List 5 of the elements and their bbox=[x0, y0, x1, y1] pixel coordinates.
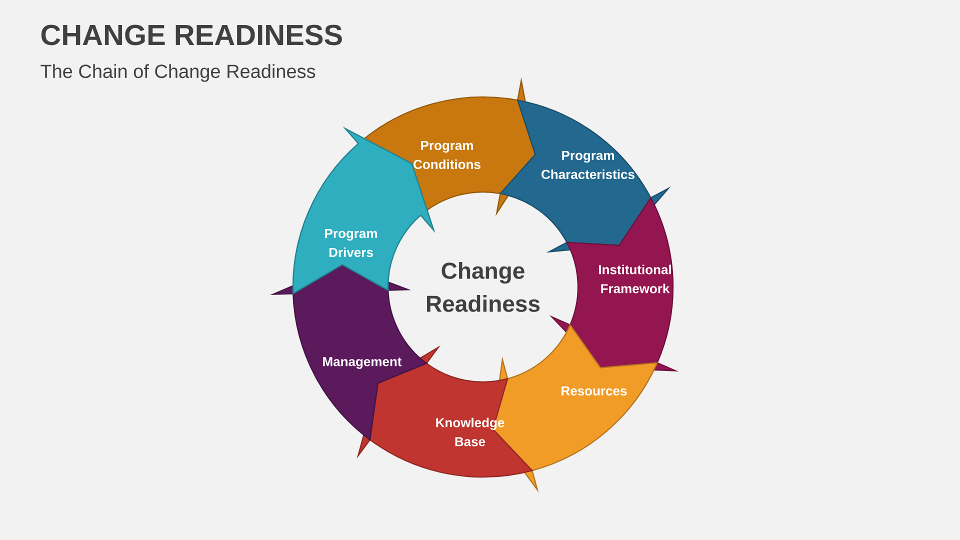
arrow-segment: Institutional Framework bbox=[551, 197, 676, 372]
arrow-segment: Management bbox=[272, 264, 428, 440]
subtitle: The Chain of Change Readiness bbox=[40, 64, 316, 82]
title: CHANGE READINESS bbox=[41, 24, 342, 46]
arrow-segment: Program Characteristics bbox=[500, 100, 670, 252]
